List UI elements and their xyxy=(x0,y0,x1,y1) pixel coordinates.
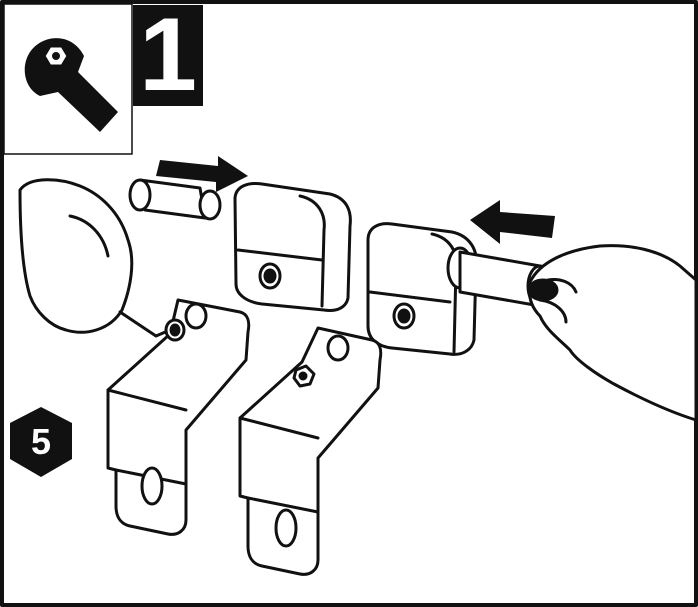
badge-number: 5 xyxy=(30,421,52,462)
end-cap-pin xyxy=(128,178,222,221)
hexagon-badge-icon xyxy=(10,407,72,477)
right-z-bracket xyxy=(238,326,383,576)
left-mount-block xyxy=(233,182,352,312)
motion-arrow-icon xyxy=(114,156,248,192)
step-number: 1 xyxy=(133,3,203,107)
wrench-nut-icon xyxy=(3,3,133,155)
left-z-bracket xyxy=(106,298,251,536)
left-hand xyxy=(18,178,172,338)
right-hand xyxy=(527,244,698,422)
